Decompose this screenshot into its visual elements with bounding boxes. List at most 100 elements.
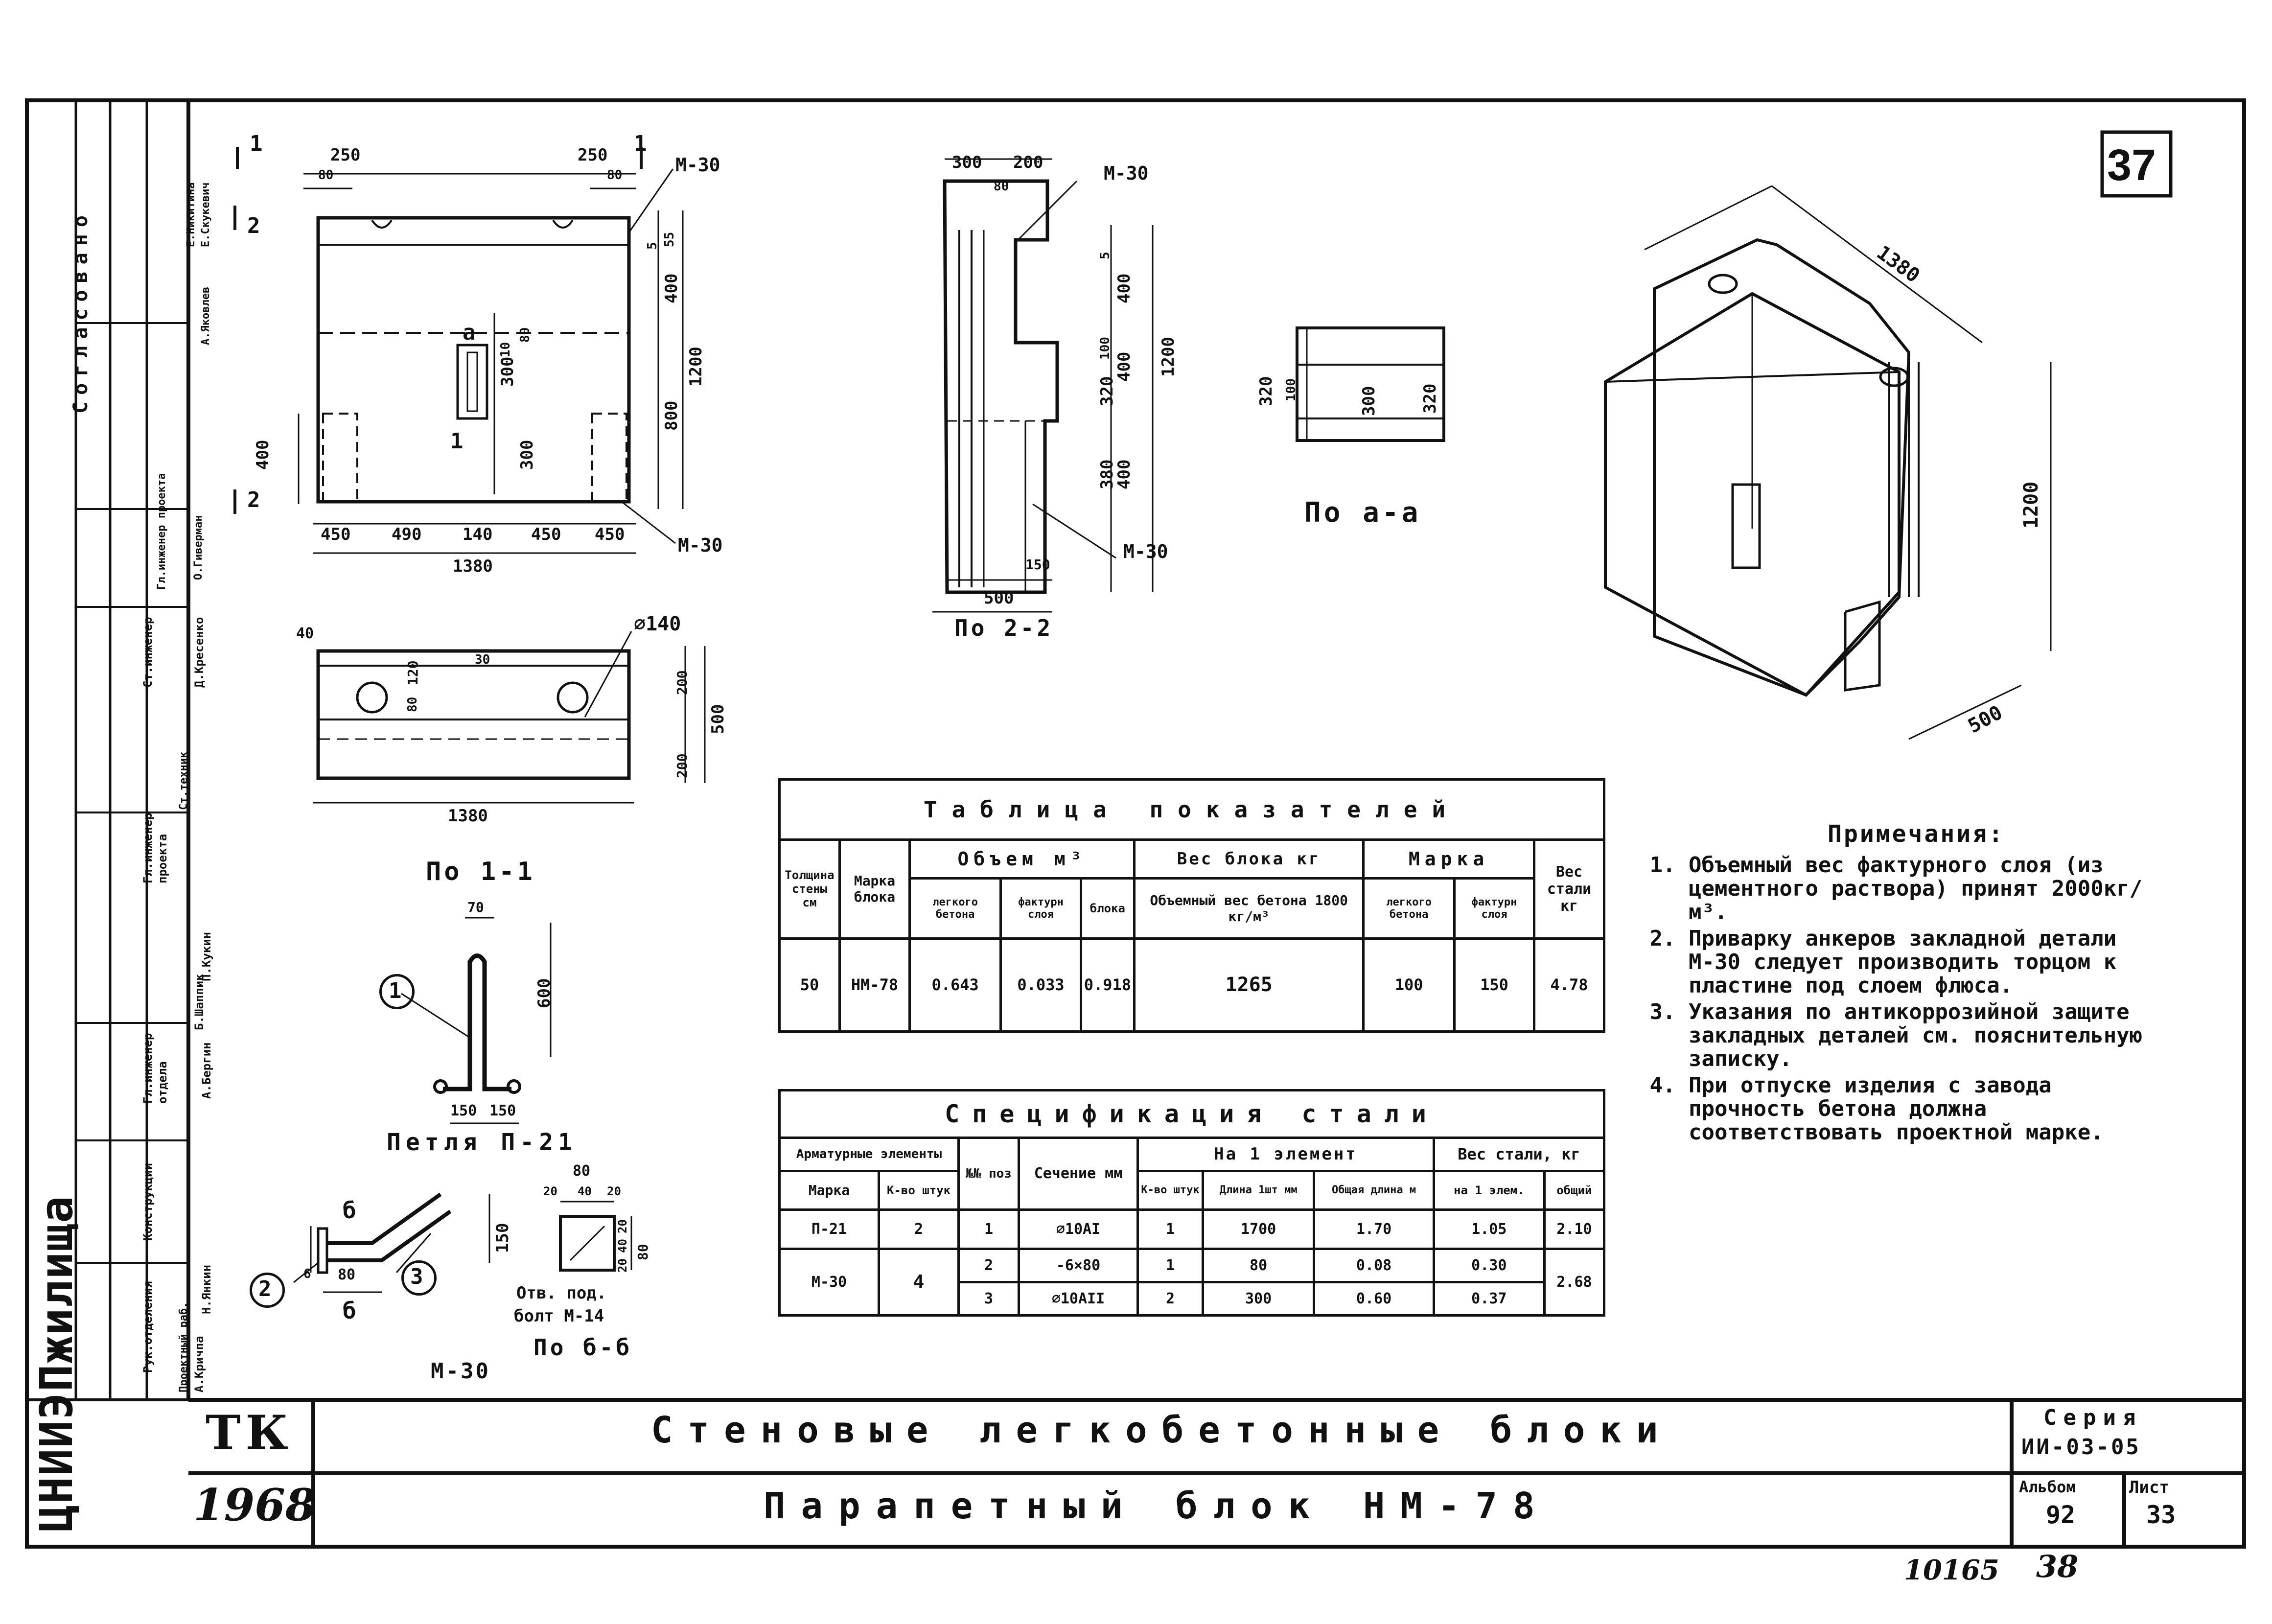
- part-m30-top: М-30: [675, 154, 720, 176]
- m30-dim-6: 80: [635, 1244, 651, 1260]
- stamp-row-3: Гл.инженер: [141, 812, 155, 884]
- s22-dim-r4: 320: [1097, 376, 1117, 406]
- loop-dim-1: 70: [467, 899, 484, 915]
- steel-h-qty: К-во штук: [878, 1169, 960, 1211]
- dim-top-1: 250: [330, 145, 361, 165]
- steel-cell: 1.05: [1432, 1208, 1546, 1250]
- ind-h-weight-sub: Объемный вес бетона 1800 кг/м³: [1133, 877, 1365, 940]
- m30-dim-5: 150: [493, 1223, 512, 1253]
- m30-pos2-circle: [250, 1273, 285, 1308]
- loop-dim-4: 150: [489, 1102, 516, 1119]
- s22-dim-r7: 1200: [1159, 337, 1178, 377]
- ind-h-brand: Марка блока: [838, 838, 911, 940]
- saa-dim-2: 100: [1284, 378, 1298, 401]
- m30-dim-2: 20: [543, 1184, 557, 1198]
- steel-h-pos: №№ поз: [957, 1136, 1020, 1211]
- p11-dim-7: 200: [674, 753, 690, 778]
- s22-dim-r5: 400: [1114, 351, 1134, 382]
- ind-h-thickness: Толщина стены см: [778, 838, 841, 940]
- note-item: Приварку анкеров закладной детали М-30 с…: [1689, 927, 2178, 998]
- p11-dia: ⌀140: [634, 613, 681, 635]
- ind-h-weight: Вес блока кг: [1133, 838, 1365, 880]
- dim-bottom-2: 490: [392, 525, 422, 544]
- dim-center-1: 300: [498, 356, 517, 387]
- steel-spec-table: Спецификация стали Арматурные элементы №…: [778, 1089, 1606, 1317]
- p11-dim-5: 500: [708, 704, 728, 734]
- m30-pos3: 3: [410, 1264, 423, 1289]
- ind-h-vol-fact: фактурн слоя: [999, 877, 1082, 940]
- steel-cell: 2: [1136, 1280, 1204, 1317]
- table-row: 3 ⌀10АII 2 300 0.60 0.37: [780, 1280, 1604, 1317]
- series-value: ИИ-03-05: [2021, 1435, 2141, 1460]
- dim-right-2: 400: [662, 273, 681, 303]
- steel-h-steel-weight: Вес стали, кг: [1432, 1136, 1606, 1172]
- p11-dim-3: 80: [405, 696, 420, 712]
- ind-row-cell: 0.643: [908, 937, 1002, 1033]
- s22-dim-b1: 150: [1025, 557, 1050, 573]
- steel-cell: ⌀10АII: [1018, 1280, 1139, 1317]
- saa-dim-4: 320: [1420, 383, 1440, 414]
- ind-row-cell: НМ-78: [838, 937, 911, 1033]
- dim-center-3: 300: [517, 440, 537, 470]
- p11-dim-2: 120: [405, 660, 421, 685]
- steel-h-elements: Арматурные элементы: [778, 1136, 960, 1172]
- p11-dim-6: 200: [674, 670, 690, 695]
- indicators-title: Таблица показателей: [778, 778, 1605, 841]
- stamp-name-1: Н.Янкин: [200, 1264, 213, 1314]
- steel-cell: 0.30: [1432, 1247, 1546, 1283]
- title-line1: Стеновые легкобетонные блоки: [651, 1409, 1673, 1451]
- loop-pos-circle: [379, 974, 415, 1009]
- album-label: Альбом: [2019, 1478, 2076, 1496]
- notes-title: Примечания:: [1828, 820, 2005, 848]
- loop-dim-3: 150: [450, 1102, 477, 1119]
- cut-a-label-2: 1: [450, 429, 464, 454]
- title-line2: Парапетный блок НМ-78: [764, 1485, 1551, 1527]
- dim-right-1: 55: [662, 232, 677, 247]
- stamp-row-6: Б.Шаппик: [192, 974, 206, 1030]
- ind-h-grade-light: легкого бетона: [1362, 877, 1456, 940]
- cut-a-label: а: [463, 320, 476, 345]
- section-mark-2a: 2: [247, 213, 260, 238]
- m30-pos3-circle: [401, 1260, 437, 1296]
- steel-cell: 1.70: [1313, 1208, 1435, 1250]
- s22-m30-top: М-30: [1104, 162, 1149, 184]
- ind-h-steel: Вес стали кг: [1533, 838, 1605, 940]
- m30-cut-b-bottom: б: [343, 1298, 356, 1324]
- s22-title: По 2-2: [954, 615, 1054, 641]
- s22-dim-top-3: 80: [994, 179, 1009, 194]
- stamp-row-6b: Ст.техник: [178, 751, 190, 810]
- m30-dim-9: 20: [616, 1219, 629, 1233]
- s22-dim-r1: 5: [1098, 252, 1113, 259]
- steel-title: Спецификация стали: [778, 1089, 1605, 1139]
- m30-dim-4: 20: [607, 1184, 621, 1198]
- dim-right-5: 5: [645, 242, 660, 250]
- m30-dim-11: 20: [616, 1258, 629, 1273]
- saa-dim-1: 320: [1256, 376, 1276, 406]
- axon-dim-height: 1200: [2020, 481, 2042, 529]
- stamp-row-5: А.Кричпа: [192, 1336, 206, 1392]
- stamp-row-4b: Гл.инженер проекта: [156, 473, 168, 590]
- steel-cell: 1: [1136, 1208, 1204, 1250]
- steel-cell: 1: [1136, 1247, 1204, 1283]
- table-row: П-21 2 1 ⌀10АI 1 1700 1.70 1.05 2.10: [778, 1208, 1606, 1250]
- m30-pos2: 2: [258, 1276, 272, 1301]
- s22-dim-r3: 100: [1098, 337, 1113, 360]
- stamp-row-7: Д.Кресенко: [192, 617, 206, 688]
- loop-dim-2: 600: [534, 978, 554, 1008]
- steel-cell: 0.37: [1432, 1280, 1546, 1317]
- agreed-label: Согласовано: [70, 209, 92, 414]
- footer-page: 38: [2036, 1549, 2079, 1584]
- stamp-name-6: Е.Никитина: [185, 182, 197, 247]
- s22-dim-r2: 400: [1114, 273, 1134, 303]
- ind-h-vol-block: блока: [1079, 877, 1136, 940]
- steel-cell: 2: [878, 1208, 960, 1250]
- album-value: 92: [2046, 1501, 2076, 1529]
- dim-top-3: 250: [578, 145, 608, 165]
- part-m30-bottom: М-30: [678, 534, 723, 556]
- ind-row-cell: 1265: [1133, 937, 1365, 1033]
- loop-title: Петля П-21: [387, 1129, 577, 1156]
- ind-row-cell: 100: [1362, 937, 1456, 1033]
- m30-bolt: болт М-14: [514, 1306, 604, 1326]
- steel-cell: 0.60: [1313, 1280, 1435, 1317]
- sheet-label: Лист: [2129, 1478, 2169, 1497]
